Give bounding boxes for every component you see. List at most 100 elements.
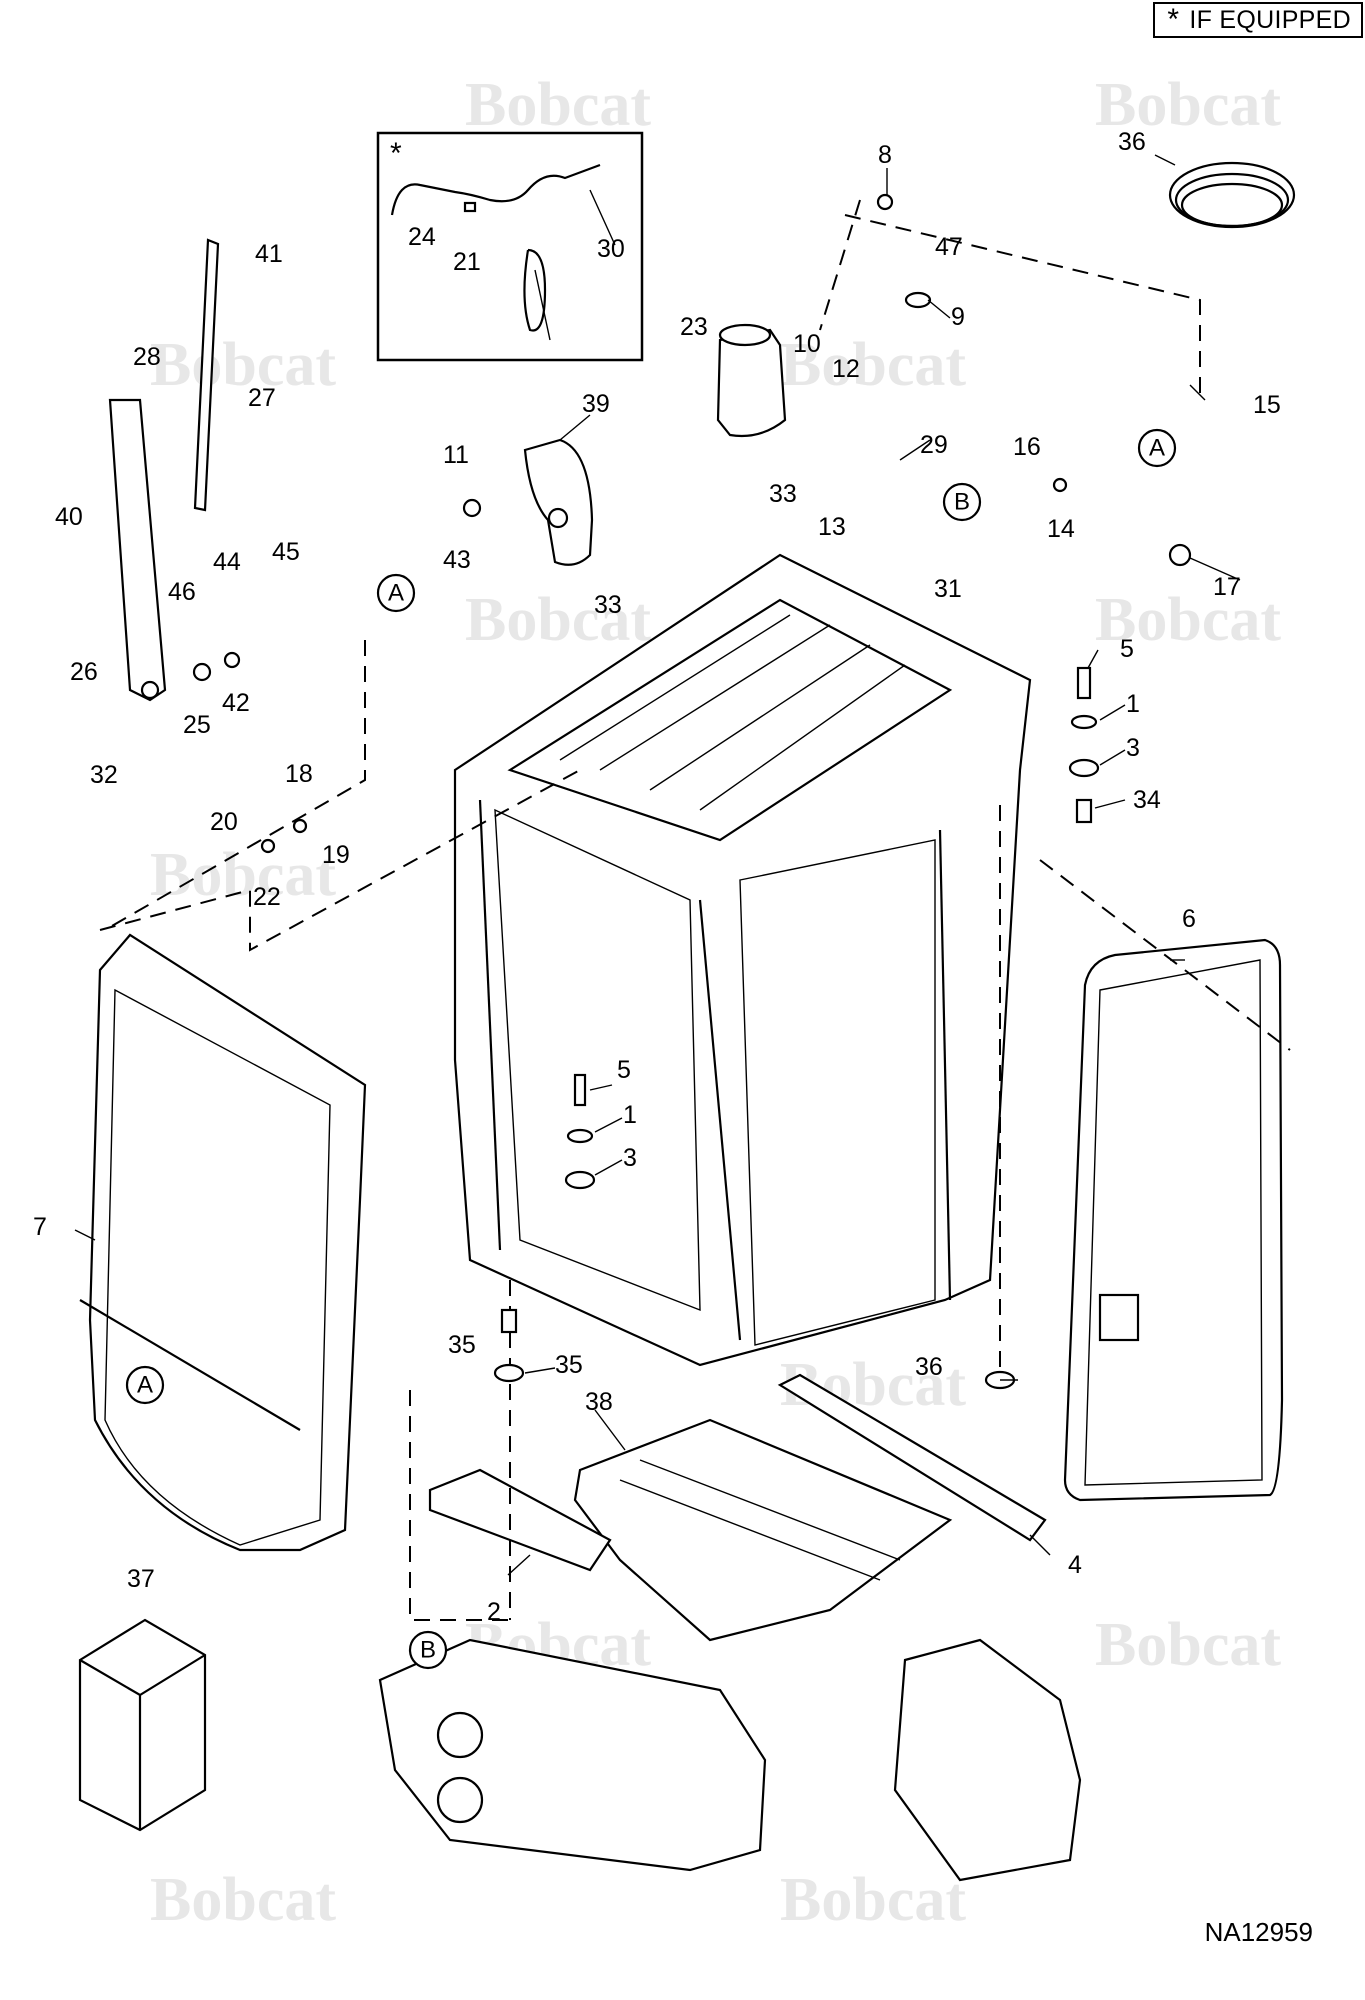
callout-7: 7	[33, 1213, 47, 1241]
wiper-pivot	[140, 680, 160, 700]
reference-marker-b: B	[420, 1637, 436, 1664]
floor-bracket-left	[428, 1468, 612, 1572]
front-window	[739, 839, 936, 1346]
callout-10: 10	[793, 330, 821, 358]
roof-panel	[507, 598, 953, 842]
callout-42: 41	[255, 240, 283, 268]
callout-19: 19	[322, 841, 350, 869]
callout-28: 28	[133, 343, 161, 371]
callout-39: 38	[585, 1388, 613, 1416]
floor-parts	[428, 1373, 1047, 1642]
callout-6: 6	[1182, 905, 1196, 933]
watermark-logo: Bobcat	[150, 841, 336, 909]
callout-9: 9	[951, 303, 965, 331]
wiper-blade	[193, 238, 220, 512]
asterisk-symbol: *	[1167, 3, 1180, 36]
reference-marker-a: A	[388, 580, 404, 607]
callout-40: 39	[582, 390, 610, 418]
callout-4: 4	[1068, 1551, 1082, 1579]
callout-24: 24	[408, 223, 436, 251]
harness-wire	[390, 163, 601, 216]
watermark-logo: Bobcat	[780, 1866, 966, 1934]
front-window-assembly	[79, 933, 367, 1552]
callout-30: 30	[597, 235, 625, 263]
watermark-logo: Bobcat	[150, 331, 336, 399]
callout-48: 47	[935, 233, 963, 261]
assembly-leaders	[99, 199, 1291, 1621]
wiper-assembly	[108, 238, 220, 702]
inset-asterisk: *	[390, 137, 402, 170]
callout-17: 17	[1213, 573, 1241, 601]
parts-box	[78, 1618, 207, 1832]
callout-3: 3	[623, 1144, 637, 1172]
callout-18: 18	[285, 760, 313, 788]
watermark-logo: Bobcat	[1095, 1611, 1281, 1679]
callout-26: 26	[70, 658, 98, 686]
side-window	[494, 808, 701, 1312]
callout-35: 35	[448, 1331, 476, 1359]
if-equipped-inset: *	[376, 131, 644, 362]
reference-marker-b: B	[954, 489, 970, 516]
reference-markers: A A A B B	[125, 428, 1177, 1670]
cab-frame	[453, 553, 1032, 1367]
wiper-arm	[108, 398, 167, 702]
callout-5: 5	[1120, 635, 1134, 663]
cab-door	[1063, 938, 1284, 1502]
callout-34: 33	[594, 591, 622, 619]
if-equipped-label: IF EQUIPPED	[1189, 5, 1351, 34]
callout-11: 11	[443, 441, 469, 469]
callout-37: 36	[1118, 128, 1146, 156]
figure-id: NA12959	[1204, 1917, 1313, 1947]
callout-1: 1	[1126, 690, 1140, 718]
cab-pillar	[698, 899, 742, 1341]
callout-23: 23	[680, 313, 708, 341]
inset-frame	[376, 131, 644, 362]
callout-45: 44	[213, 548, 241, 576]
callout-16: 16	[1013, 433, 1041, 461]
wiper-motor	[523, 438, 594, 566]
connector-part	[463, 201, 477, 213]
window-rail	[79, 1299, 301, 1431]
callout-leaders	[74, 154, 1241, 1576]
callout-38: 37	[127, 1565, 155, 1593]
callout-labels: 5 1 3 34 5 1 3 2 4 6 7 8 9 10 11 12 13 1…	[33, 128, 1281, 1626]
callout-43: 42	[222, 689, 250, 717]
callout-36: 36	[915, 1353, 943, 1381]
callout-8: 8	[878, 141, 892, 169]
callout-5: 5	[617, 1056, 631, 1084]
watermark-logo: Bobcat	[1095, 71, 1281, 139]
callout-47: 46	[168, 578, 196, 606]
hardware	[192, 193, 1192, 1390]
callout-15: 15	[1253, 391, 1281, 419]
callout-1: 1	[623, 1101, 637, 1129]
watermark-logo: Bobcat	[465, 71, 651, 139]
callout-14: 14	[1047, 515, 1075, 543]
callout-41: 40	[55, 503, 83, 531]
floor-bracket-right	[777, 1373, 1047, 1542]
callout-46: 45	[272, 538, 300, 566]
callout-12: 12	[832, 355, 860, 383]
door-handle	[1098, 1293, 1140, 1342]
callout-20: 20	[210, 808, 238, 836]
upper-structure-frame	[378, 1638, 767, 1872]
callout-3: 3	[1126, 734, 1140, 762]
callout-2: 2	[487, 1598, 501, 1626]
if-equipped-legend: * IF EQUIPPED	[1153, 2, 1363, 38]
callout-36: 35	[555, 1351, 583, 1379]
callout-27: 27	[248, 384, 276, 412]
callout-29: 29	[920, 431, 948, 459]
callout-31: 31	[934, 575, 962, 603]
watermark-logo: Bobcat	[780, 331, 966, 399]
watermark-logo: Bobcat	[1095, 586, 1281, 654]
callout-44: 43	[443, 546, 471, 574]
hose-coil-part	[1168, 161, 1296, 229]
harness-loop	[523, 248, 547, 332]
counterweight	[893, 1638, 1082, 1882]
reference-marker-a: A	[1149, 435, 1165, 462]
callout-21: 21	[453, 248, 481, 276]
callout-22: 22	[253, 883, 281, 911]
floor-mat	[573, 1418, 953, 1642]
reference-marker-a: A	[137, 1372, 153, 1399]
callout-13: 13	[818, 513, 846, 541]
